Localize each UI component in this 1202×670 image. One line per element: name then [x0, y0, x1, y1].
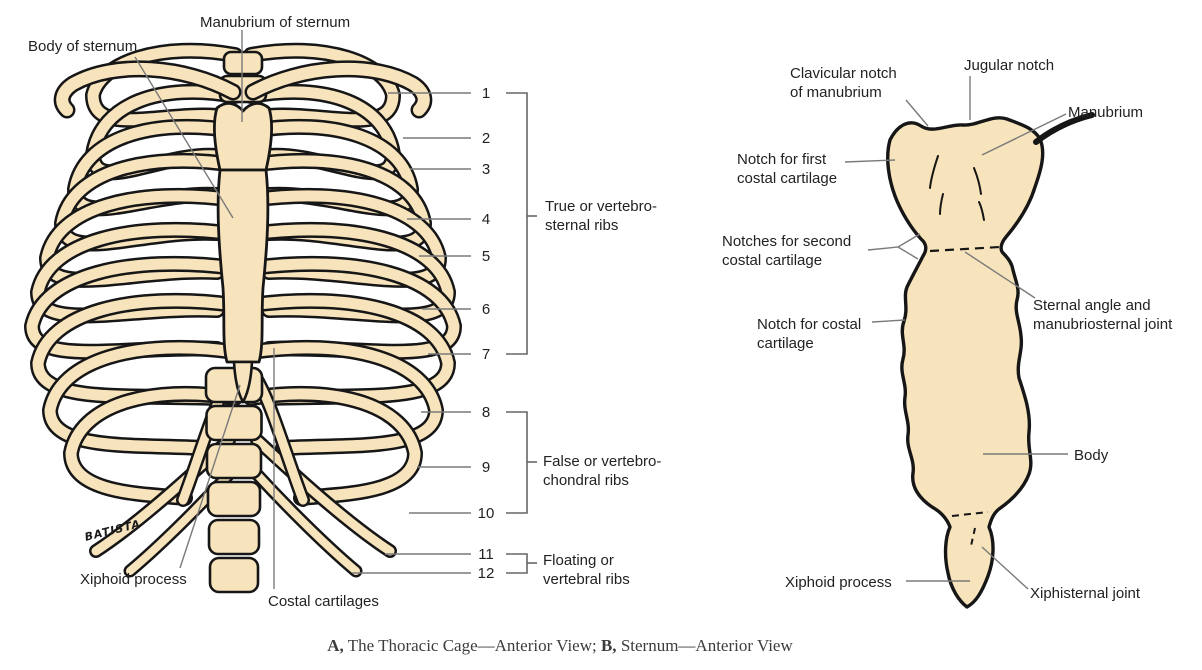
caption-a-label: A, [327, 636, 344, 655]
label-false-ribs: False or vertebro- chondral ribs [543, 452, 661, 490]
false-ribs-line1: False or vertebro- [543, 453, 662, 470]
label-clavicular-notch: Clavicular notch of manubrium [790, 64, 897, 102]
label-body-b: Body [1074, 447, 1109, 464]
label-floating-ribs: Floating or vertebral ribs [543, 551, 630, 589]
caption-b-text: Sternum—Anterior View [616, 636, 793, 655]
notch-first-line2: costal cartilage [737, 170, 838, 187]
label-notch-first-costal: Notch for first costal cartilage [737, 150, 837, 188]
rib-number-10: 10 [477, 505, 495, 522]
leader-lines-and-brackets [134, 30, 1068, 590]
label-manubrium-b: Manubrium [1068, 104, 1144, 121]
notches-second-line2: costal cartilage [722, 252, 823, 269]
clavicular-notch-line2: of manubrium [790, 84, 882, 101]
rib-number-1: 1 [481, 85, 491, 102]
label-body-of-sternum: Body of sternum [28, 38, 138, 55]
sternal-angle-line2: manubriosternal joint [1033, 316, 1173, 333]
notch-costal-line1: Notch for costal [757, 316, 862, 333]
clavicular-notch-line1: Clavicular notch [790, 65, 897, 82]
caption-a-text: The Thoracic Cage—Anterior View; [343, 636, 601, 655]
label-costal-cartilages: Costal cartilages [268, 593, 379, 610]
floating-ribs-line1: Floating or [543, 552, 614, 569]
label-xiphoid-process-b: Xiphoid process [785, 574, 892, 591]
rib-number-9: 9 [481, 459, 491, 476]
rib-number-12: 12 [477, 565, 495, 582]
label-manubrium-of-sternum: Manubrium of sternum [200, 14, 351, 31]
true-ribs-line2: sternal ribs [545, 217, 619, 234]
caption-b-label: B, [600, 636, 617, 655]
rib-number-4: 4 [481, 211, 491, 228]
sternum-drawing [886, 112, 1095, 609]
label-xiphisternal-joint: Xiphisternal joint [1030, 585, 1141, 602]
rib-number-11: 11 [478, 546, 494, 563]
sternal-angle-line1: Sternal angle and [1033, 297, 1151, 314]
label-notch-costal: Notch for costal cartilage [757, 315, 861, 353]
rib-number-8: 8 [481, 404, 491, 421]
notch-first-line1: Notch for first [737, 151, 827, 168]
rib-number-2: 2 [481, 130, 491, 147]
thoracic-cage-drawing [24, 42, 462, 594]
false-ribs-line2: chondral ribs [543, 472, 629, 489]
label-jugular-notch: Jugular notch [964, 57, 1055, 74]
rib-number-7: 7 [481, 346, 491, 363]
label-notches-second-costal: Notches for second costal cartilage [722, 232, 851, 270]
label-xiphoid-process-a: Xiphoid process [80, 571, 187, 588]
rib-number-3: 3 [481, 161, 491, 178]
label-sternal-angle: Sternal angle and manubriosternal joint [1033, 296, 1172, 334]
true-ribs-line1: True or vertebro- [545, 198, 657, 215]
rib-number-5: 5 [481, 248, 491, 265]
rib-number-6: 6 [481, 301, 491, 318]
label-true-ribs: True or vertebro- sternal ribs [545, 197, 657, 235]
notch-costal-line2: cartilage [757, 335, 814, 352]
notches-second-line1: Notches for second [722, 233, 852, 250]
floating-ribs-line2: vertebral ribs [543, 571, 630, 588]
figure-caption: A, The Thoracic Cage—Anterior View; B, S… [0, 636, 1120, 656]
